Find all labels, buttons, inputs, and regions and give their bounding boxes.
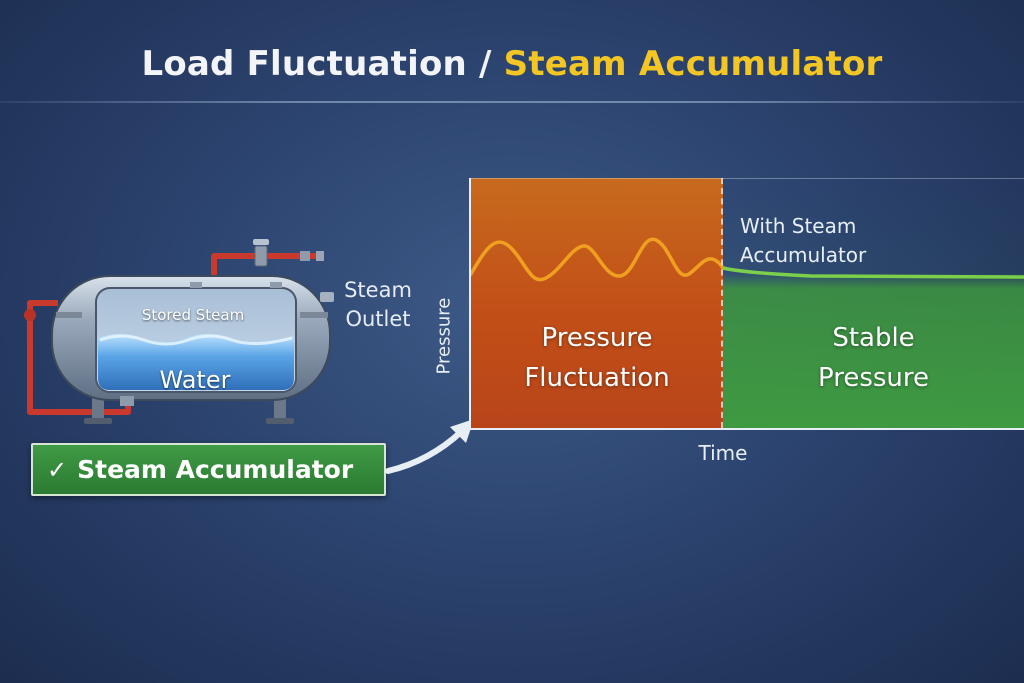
y-axis-label: Pressure <box>433 297 455 375</box>
check-icon: ✓ <box>47 455 68 484</box>
steam-outlet-line1: Steam <box>344 278 412 302</box>
pressure-fluctuation-label: Pressure Fluctuation <box>471 318 723 398</box>
pressure-chart <box>471 178 1024 429</box>
divider-dashed-line <box>721 178 723 428</box>
with-accumulator-line2: Accumulator <box>740 243 867 267</box>
title-divider <box>0 101 1024 103</box>
x-axis-label: Time <box>698 441 748 465</box>
steam-outlet-line2: Outlet <box>345 307 411 331</box>
fluctuation-zone <box>471 178 723 429</box>
stored-steam-label: Stored Steam <box>141 306 245 324</box>
title-part-load-fluctuation: Load Fluctuation / <box>141 44 504 84</box>
fluctuating-pressure-line <box>471 237 725 282</box>
stable-line1: Stable <box>832 323 915 353</box>
fluctuation-line2: Fluctuation <box>524 363 670 393</box>
stable-zone <box>723 178 1024 429</box>
curved-arrow-icon <box>385 419 474 474</box>
pressure-curves <box>471 237 1024 282</box>
steam-tank-icon <box>24 239 334 424</box>
badge-label: Steam Accumulator <box>77 455 354 484</box>
chart-top-gridline <box>471 178 1024 179</box>
fluctuation-line1: Pressure <box>541 323 653 353</box>
page-title: Load Fluctuation / Steam Accumulator <box>0 44 1024 84</box>
steam-outlet-label: Steam Outlet <box>330 276 426 334</box>
with-accumulator-annotation: With Steam Accumulator <box>740 212 940 270</box>
y-axis <box>469 178 471 430</box>
stable-line2: Pressure <box>817 363 930 393</box>
with-accumulator-line1: With Steam <box>740 214 857 238</box>
title-part-steam-accumulator: Steam Accumulator <box>503 44 883 84</box>
stable-pressure-label: Stable Pressure <box>723 318 1024 398</box>
water-label: Water <box>159 366 231 394</box>
steam-accumulator-badge: ✓ Steam Accumulator <box>31 443 386 496</box>
stable-pressure-line <box>722 266 1024 279</box>
x-axis <box>469 428 1024 430</box>
